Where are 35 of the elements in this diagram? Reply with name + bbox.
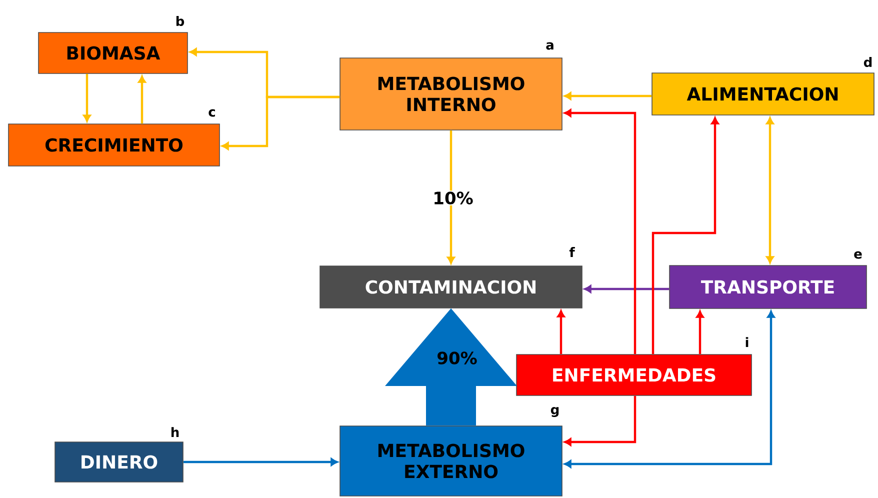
process-box: METABOLISMO INTERNO <box>340 58 562 130</box>
arrow <box>564 310 775 468</box>
process-box: BIOMASA <box>38 32 188 74</box>
node-letter: f <box>569 247 575 257</box>
arrow <box>138 76 146 124</box>
block-arrow <box>385 308 517 426</box>
arrow <box>652 117 719 354</box>
edge-label: 90% <box>436 350 478 366</box>
arrow <box>584 285 670 293</box>
node-letter: a <box>546 42 554 50</box>
node-letter: g <box>550 406 559 418</box>
arrow <box>557 310 565 354</box>
node-letter: b <box>176 16 184 26</box>
process-box: DINERO <box>54 442 184 482</box>
process-box: CONTAMINACION <box>320 266 582 308</box>
arrow <box>83 74 91 122</box>
node-letter: i <box>746 337 748 347</box>
arrow <box>564 109 636 354</box>
arrow <box>447 130 455 264</box>
process-box: ALIMENTACION <box>652 72 874 116</box>
arrow <box>222 96 340 150</box>
node-letter: d <box>864 56 872 68</box>
process-box: TRANSPORTE <box>669 265 867 309</box>
process-box: ENFERMEDADES <box>516 354 752 396</box>
process-box: CRECIMIENTO <box>8 124 220 166</box>
edge-label: 10% <box>432 190 474 206</box>
node-letter: e <box>854 251 862 259</box>
node-letter: h <box>171 427 179 437</box>
process-box: METABOLISMO EXTERNO <box>340 426 562 496</box>
arrow <box>696 310 704 354</box>
arrow <box>564 92 652 100</box>
node-letter: c <box>208 109 215 117</box>
arrow <box>766 117 774 264</box>
arrow <box>183 458 338 466</box>
arrow <box>564 396 636 446</box>
